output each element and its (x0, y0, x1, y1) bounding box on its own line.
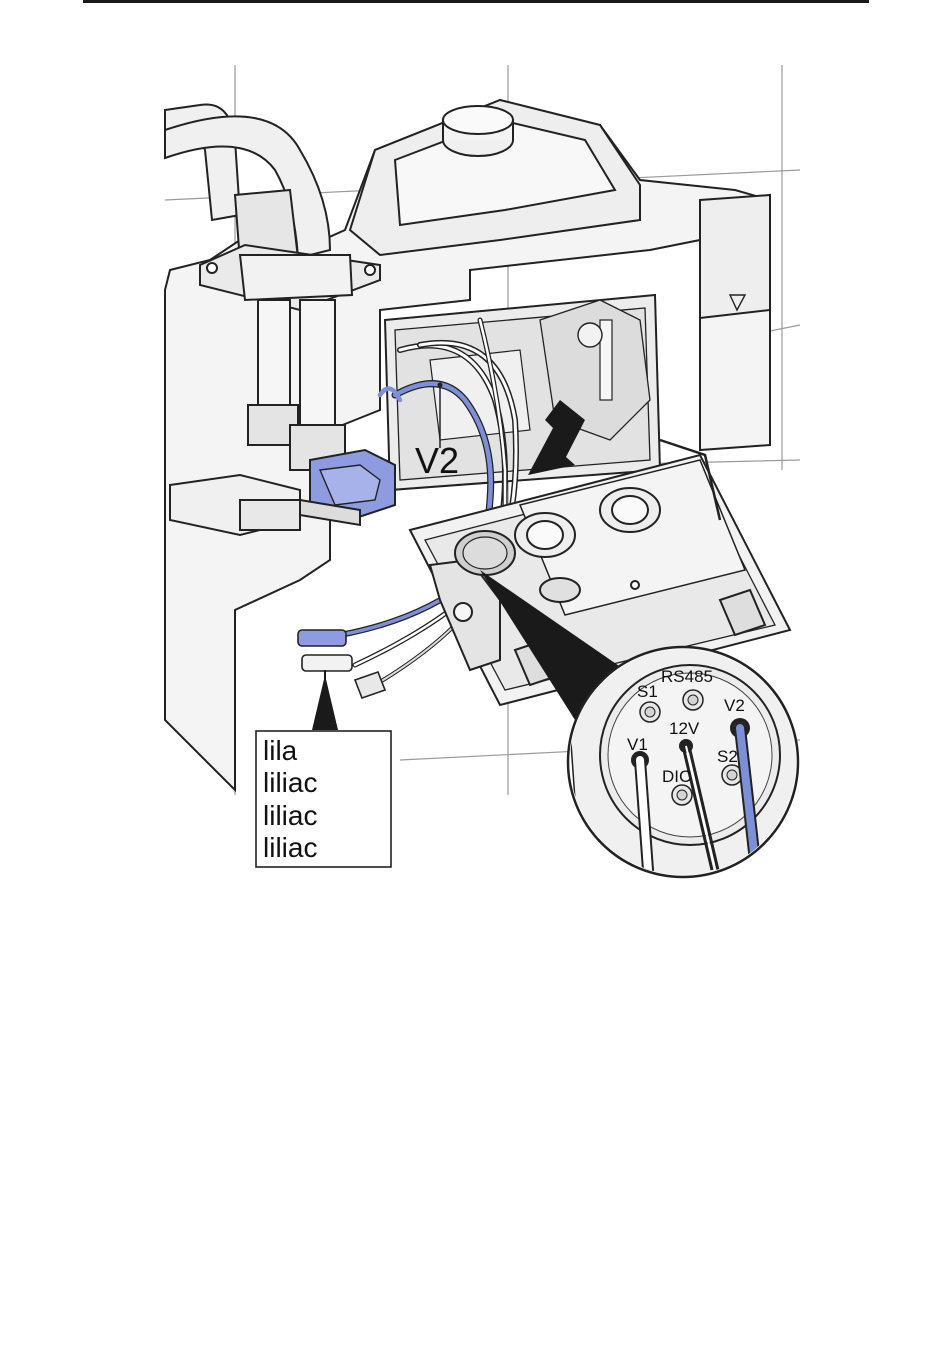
v2-leader-dot (438, 383, 443, 388)
pin-label-s1: S1 (637, 682, 658, 701)
connector-detail-circle: RS485 S1 V2 V1 12V DIC S2 (568, 645, 800, 880)
supply-pipes (165, 104, 330, 262)
legend-line-2: liliac (263, 767, 317, 798)
pin-label-rs485: RS485 (661, 667, 713, 686)
color-legend-box: lila liliac liliac liliac (256, 731, 391, 867)
legend-pointer (312, 675, 338, 730)
callout-v2: V2 (415, 440, 459, 481)
blue-solenoid-valve (300, 450, 395, 525)
pin-label-s2: S2 (717, 747, 738, 766)
pin-label-dic: DIC (662, 767, 691, 786)
pin-label-v2: V2 (724, 696, 745, 715)
cable-connectors (298, 630, 385, 698)
legend-line-4: liliac (263, 832, 317, 863)
pin-label-v1: V1 (627, 735, 648, 754)
pin-label-12v: 12V (669, 719, 700, 738)
legend-line-1: lila (263, 735, 298, 766)
legend-line-3: liliac (263, 800, 317, 831)
